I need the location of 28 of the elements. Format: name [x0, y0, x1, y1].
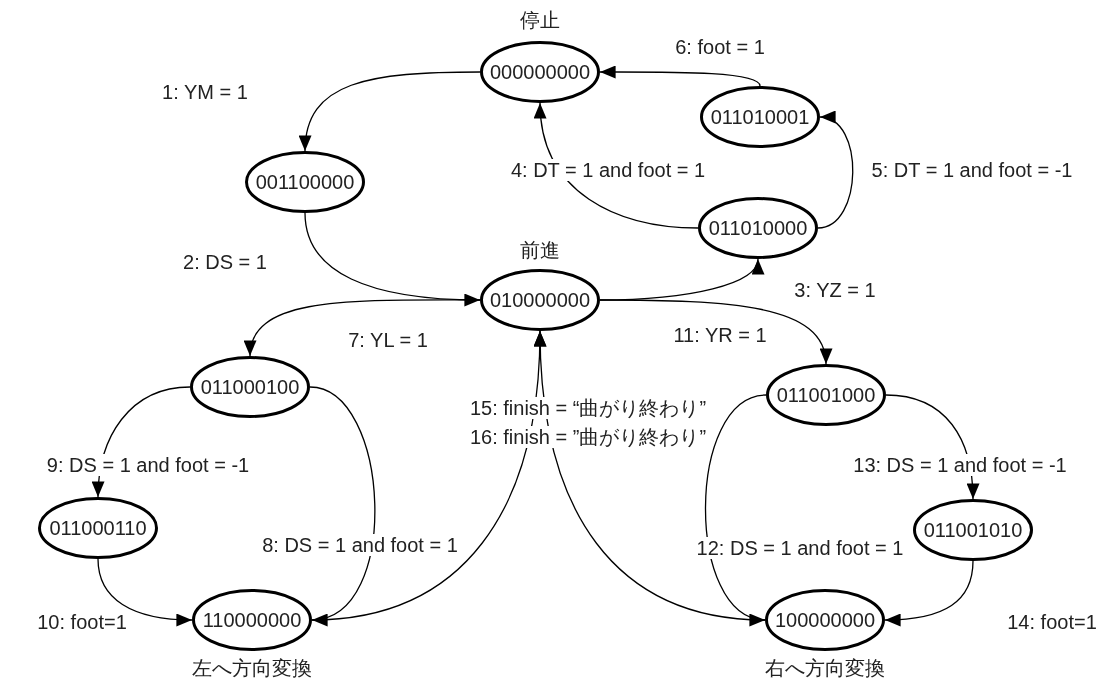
edge-label: 13: DS = 1 and foot = -1: [851, 454, 1069, 476]
state-ellipse: 100000000: [765, 589, 885, 651]
arrow: [817, 113, 854, 229]
arrow: [884, 560, 974, 627]
arrow: [245, 299, 481, 357]
state-ellipse: 011010000: [698, 197, 818, 259]
state-ellipse: 011000100: [190, 356, 310, 418]
arrow: [599, 299, 831, 365]
edge-label: 4: DT = 1 and foot = 1: [508, 159, 708, 181]
state-ellipse: 011001010: [913, 499, 1033, 561]
state-ellipse: 011000110: [38, 497, 158, 559]
arrow: [534, 102, 699, 229]
arrow: [299, 71, 481, 152]
arrow: [534, 330, 766, 621]
edge-label: 8: DS = 1 and foot = 1: [260, 534, 460, 556]
state-ellipse: 001100000: [245, 151, 365, 213]
state-name: 停止: [520, 9, 560, 31]
state-ellipse: 110000000: [192, 589, 312, 651]
state-name: 右へ方向変換: [765, 657, 885, 679]
state-name: 左へ方向変換: [192, 657, 312, 679]
state-name: 前進: [520, 239, 560, 261]
state-ellipse: 010000000: [480, 269, 600, 331]
arrow: [599, 65, 761, 87]
edge-label: 9: DS = 1 and foot = -1: [44, 454, 252, 476]
state-ellipse: 000000000: [480, 41, 600, 103]
state-ellipse: 011001000: [766, 364, 886, 426]
state-ellipse: 011010001: [700, 86, 820, 148]
arrow: [97, 558, 193, 627]
